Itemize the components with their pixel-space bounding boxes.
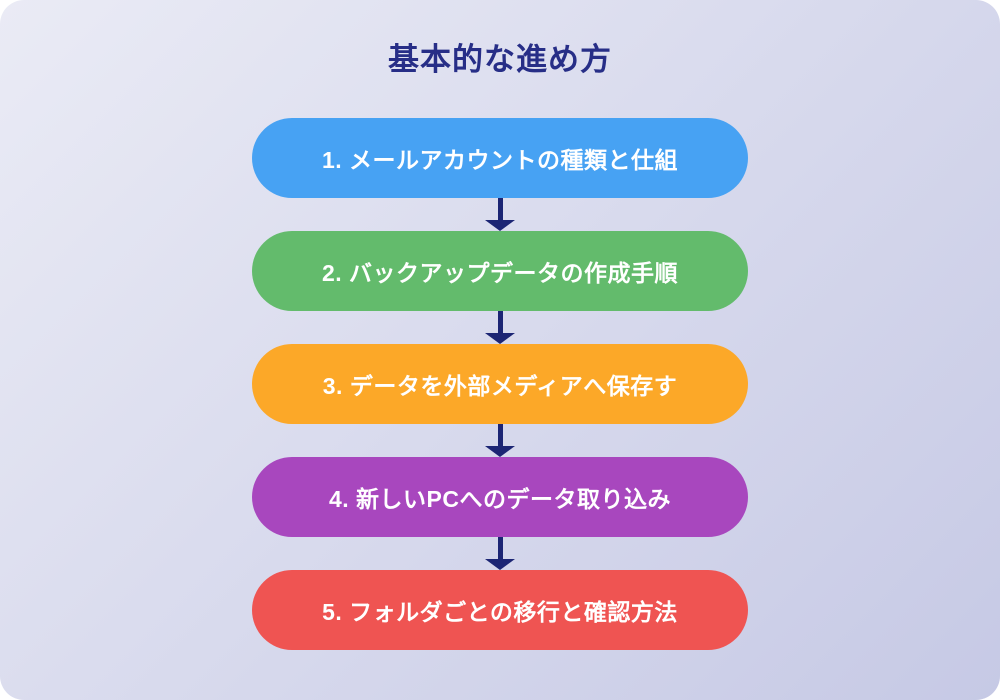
down-arrow-2 <box>485 311 515 344</box>
flow-step-4: 4. 新しいPCへのデータ取り込み <box>252 457 748 537</box>
flow-step-3-label: 3. データを外部メディアへ保存す <box>322 373 678 399</box>
flow-step-5: 5. フォルダごとの移行と確認方法 <box>252 570 748 650</box>
flow-step-4-label: 4. 新しいPCへのデータ取り込み <box>328 486 672 512</box>
flow-step-5-label: 5. フォルダごとの移行と確認方法 <box>322 599 678 625</box>
down-arrow-1 <box>485 198 515 231</box>
arrow-stem <box>497 424 503 446</box>
arrow-stem <box>497 198 503 220</box>
arrow-down-icon <box>485 333 515 344</box>
arrow-down-icon <box>485 446 515 457</box>
page-title: 基本的な進め方 <box>388 42 612 77</box>
down-arrow-4 <box>485 537 515 570</box>
flow-step-3: 3. データを外部メディアへ保存す <box>252 344 748 424</box>
flow-step-2: 2. バックアップデータの作成手順 <box>252 231 748 311</box>
arrow-stem <box>497 537 503 559</box>
arrow-down-icon <box>485 220 515 231</box>
flow-step-2-label: 2. バックアップデータの作成手順 <box>321 260 679 286</box>
down-arrow-3 <box>485 424 515 457</box>
flow-step-1-label: 1. メールアカウントの種類と仕組 <box>321 147 679 173</box>
flow-step-1: 1. メールアカウントの種類と仕組 <box>252 118 748 198</box>
arrow-stem <box>497 311 503 333</box>
arrow-down-icon <box>485 559 515 570</box>
